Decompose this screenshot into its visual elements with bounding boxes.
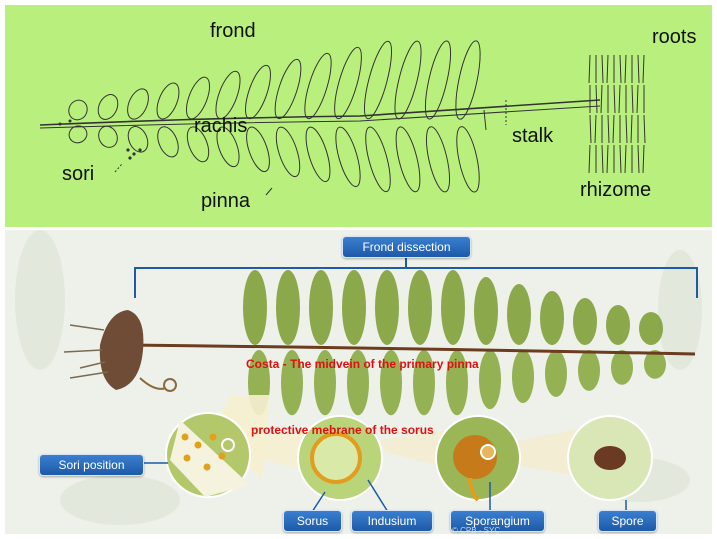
rhizome-hatch [619, 85, 620, 113]
rhizome-hatch [602, 55, 603, 83]
pinna-lower [301, 125, 335, 184]
pinna-upper [299, 51, 336, 121]
frond-leaflet-upper [441, 270, 465, 345]
frond-leaflet-lower [578, 350, 600, 391]
pinna-upper [211, 68, 245, 121]
overlay-indusium-annotation: protective mebrane of the sorus [251, 423, 434, 437]
pinna-upper [66, 97, 91, 123]
frond-leaflet-upper [375, 270, 399, 345]
callout-spore: Spore [598, 510, 657, 532]
pinna-lower [154, 124, 183, 160]
rhizome-hatch [595, 115, 596, 143]
frond-leaflet-upper [474, 277, 498, 345]
pinna-upper [123, 86, 152, 122]
rhizome-hatch [608, 115, 609, 143]
label-rachis: rachis [194, 115, 247, 138]
label-stalk: stalk [512, 125, 553, 148]
pinna-upper [329, 45, 367, 121]
pinna-upper [359, 39, 397, 121]
rhizome-hatch [625, 145, 626, 173]
pinna-upper [390, 39, 427, 121]
rhizome-hatch [620, 145, 621, 173]
rhizome-hatch [643, 55, 644, 83]
pinna-lower [361, 125, 396, 194]
frond-leaflet-upper [408, 270, 432, 345]
rhizome-hatch [643, 145, 644, 173]
rhizome-hatch [638, 145, 639, 173]
callout-sori-position: Sori position [39, 454, 144, 476]
label-roots: roots [652, 26, 696, 49]
label-frond: frond [210, 20, 256, 43]
callout-sorus: Sorus [283, 510, 342, 532]
frond-leaflet-upper [243, 270, 267, 345]
pinna-lower [422, 125, 455, 194]
pinna-lower [271, 124, 304, 179]
rhizome-hatch [626, 115, 627, 143]
pinna-upper [153, 80, 184, 122]
rhizome-hatch [590, 115, 591, 143]
watermark: © CPB · SYC [452, 526, 500, 535]
frond-leaflet-upper [309, 270, 333, 345]
pinna-lower [391, 125, 425, 194]
rhizome-hatch [632, 85, 633, 113]
rhizome-hatch [637, 85, 638, 113]
frond-leaflet-upper [639, 312, 663, 345]
frond-leaflet-upper [276, 270, 300, 345]
rhizome-hatch [602, 145, 603, 173]
label-sori: sori [62, 163, 94, 186]
frond-leaflet-lower [545, 350, 567, 397]
pinna-upper [270, 57, 306, 122]
rhizome-hatch [638, 55, 639, 83]
frond-dissection-header: Frond dissection [342, 236, 471, 258]
frond-leaflet-upper [573, 298, 597, 345]
rhizome-hatch [589, 55, 590, 83]
label-rhizome: rhizome [580, 179, 651, 202]
dissection-illustration [0, 229, 717, 539]
rhizome-hatch [607, 55, 608, 83]
rhizome-hatch [644, 115, 645, 143]
frond-leaflet-lower [479, 350, 501, 409]
rhizome-hatch [596, 85, 597, 113]
overlay-costa-annotation: Costa - The midvein of the primary pinna [246, 357, 479, 371]
frond-leaflet-upper [606, 305, 630, 345]
frond-leaflet-upper [540, 291, 564, 345]
rhizome-hatch [631, 115, 632, 143]
pinna-upper [94, 91, 121, 122]
rhizome-hatch [620, 55, 621, 83]
pinna-lower [95, 123, 120, 150]
rhizome-hatch [601, 85, 602, 113]
frond-leaflet-lower [611, 350, 633, 385]
frond-leaflet-lower [512, 350, 534, 403]
rhizome-hatch [613, 115, 614, 143]
frond-leaflet-upper [507, 284, 531, 345]
rhizome-hatch [614, 85, 615, 113]
pinna-lower [331, 125, 365, 189]
frond-leaflet-upper [342, 270, 366, 345]
pinna-lower [452, 125, 483, 194]
callout-indusium: Indusium [351, 510, 433, 532]
pinna-upper [420, 39, 456, 121]
rhizome-hatch [589, 145, 590, 173]
pinna-upper [240, 63, 275, 122]
label-pinna: pinna [201, 190, 250, 213]
rhizome-hatch [625, 55, 626, 83]
rhizome-hatch [607, 145, 608, 173]
